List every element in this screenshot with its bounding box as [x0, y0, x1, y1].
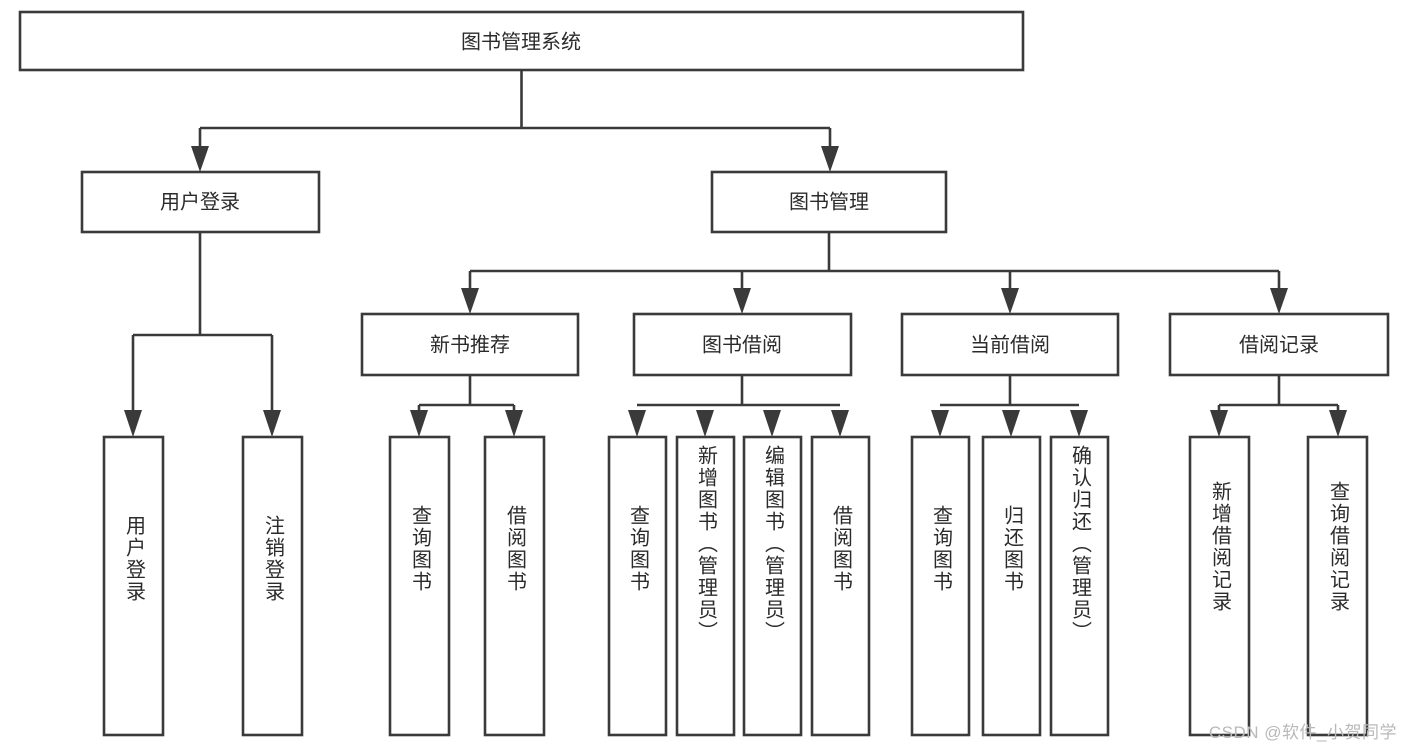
node-leaf-query-book-rec-rect[interactable]	[388, 435, 451, 737]
arrow-head-leaf-query-book-cb	[931, 410, 949, 437]
connector-group-root	[191, 70, 839, 172]
arrow-head-leaf-edit-book	[763, 410, 781, 437]
node-borrow-record-rect[interactable]	[1168, 312, 1390, 377]
node-leaf-query-book-cb-rect[interactable]	[910, 435, 971, 737]
node-new-book-recommend-label: 新书推荐	[430, 333, 510, 356]
connector-group-current-borrow	[931, 375, 1088, 437]
csdn-watermark: CSDN @软件_小贺同学	[1208, 723, 1397, 742]
connector-group-new-book-recommend	[410, 375, 523, 437]
arrow-head-leaf-return-book	[1002, 410, 1020, 437]
node-book-manage[interactable]: 图书管理	[710, 170, 948, 234]
node-root[interactable]: 图书管理系统	[18, 10, 1025, 72]
node-leaf-logout-rect[interactable]	[241, 435, 304, 737]
arrow-head-leaf-add-record	[1210, 410, 1228, 437]
arrow-head-book-manage	[821, 146, 839, 172]
arrow-head-book-borrow	[733, 288, 751, 314]
node-user-login-label: 用户登录	[160, 190, 240, 213]
node-leaf-query-record-rect[interactable]	[1306, 435, 1369, 737]
arrow-head-leaf-confirm-return	[1070, 410, 1088, 437]
node-book-borrow-rect[interactable]	[632, 312, 853, 377]
connector-group-book-borrow	[628, 375, 849, 437]
node-leaf-return-book-rect[interactable]	[981, 435, 1042, 737]
arrow-head-leaf-logout	[263, 410, 281, 437]
node-new-book-recommend-rect[interactable]	[360, 312, 580, 377]
node-leaf-borrow-book-bb-rect[interactable]	[810, 435, 871, 737]
connector-group-user-login	[124, 232, 281, 437]
node-book-borrow-label: 图书借阅	[702, 333, 782, 356]
node-book-manage-rect[interactable]	[710, 170, 948, 234]
arrow-head-borrow-record	[1270, 288, 1288, 314]
node-current-borrow[interactable]: 当前借阅	[900, 312, 1120, 377]
node-leaf-user-login-rect[interactable]	[102, 435, 165, 737]
arrow-head-leaf-query-book-rec	[410, 410, 428, 437]
node-user-login[interactable]: 用户登录	[80, 170, 321, 234]
arrow-head-leaf-borrow-book-rec	[505, 410, 523, 437]
arrow-head-leaf-user-login	[124, 410, 142, 437]
node-leaf-borrow-book-rec-rect[interactable]	[483, 435, 546, 737]
arrow-head-leaf-borrow-book-bb	[831, 410, 849, 437]
arrow-head-leaf-query-book-bb	[628, 410, 646, 437]
connector-group-book-manage	[461, 232, 1288, 314]
node-leaf-query-book-bb-rect[interactable]	[607, 435, 668, 737]
node-borrow-record-label: 借阅记录	[1239, 333, 1319, 356]
arrow-head-current-borrow	[1001, 288, 1019, 314]
node-new-book-recommend[interactable]: 新书推荐	[360, 312, 580, 377]
node-borrow-record[interactable]: 借阅记录	[1168, 312, 1390, 377]
arrow-head-leaf-query-record	[1329, 410, 1347, 437]
node-book-manage-label: 图书管理	[789, 190, 869, 213]
node-book-borrow[interactable]: 图书借阅	[632, 312, 853, 377]
node-leaf-add-book-rect[interactable]	[675, 435, 736, 737]
node-root-label: 图书管理系统	[461, 30, 581, 53]
arrow-head-user-login	[191, 146, 209, 172]
node-leaf-add-record-rect[interactable]	[1188, 435, 1251, 737]
node-leaf-edit-book-rect[interactable]	[742, 435, 803, 737]
node-leaf-confirm-return-rect[interactable]	[1049, 435, 1110, 737]
node-current-borrow-rect[interactable]	[900, 312, 1120, 377]
arrow-head-new-book-recommend	[461, 288, 479, 314]
connector-group-borrow-record	[1210, 375, 1347, 437]
arrow-head-leaf-add-book	[696, 410, 714, 437]
node-root-rect[interactable]	[18, 10, 1025, 72]
leaf-boxes	[102, 435, 1369, 737]
node-current-borrow-label: 当前借阅	[970, 333, 1050, 356]
node-user-login-rect[interactable]	[80, 170, 321, 234]
